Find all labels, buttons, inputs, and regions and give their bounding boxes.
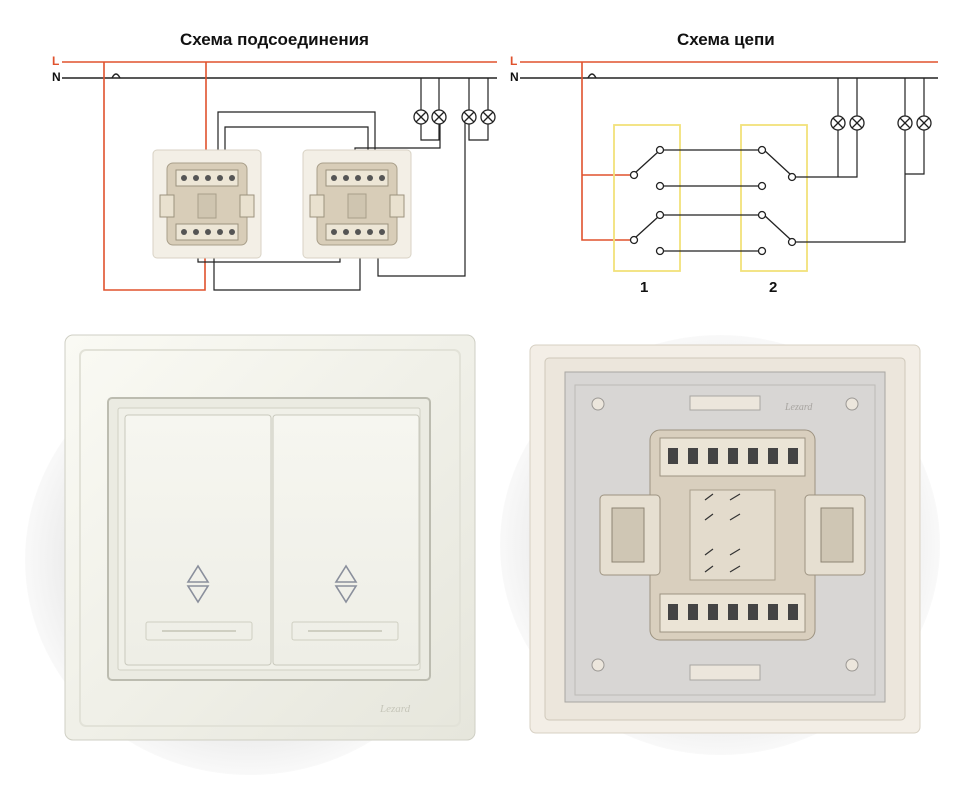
lamp-icon — [916, 115, 932, 131]
right-label-slot — [291, 621, 399, 641]
traveller-wire-4 — [213, 230, 361, 291]
right-rocker-key — [272, 414, 420, 666]
contact-schematic-icon — [704, 493, 741, 573]
connection-diagram-title: Схема подсоединения — [180, 30, 369, 49]
phase-label-left: L — [52, 54, 60, 68]
switch-1-label: 1 — [640, 279, 649, 296]
neutral-hop — [111, 73, 121, 79]
circuit-diagram — [520, 61, 938, 272]
lamp-icon — [413, 109, 429, 125]
neutral-label-left: N — [52, 70, 61, 84]
switch-1-box — [613, 124, 681, 272]
phase-label-right: L — [510, 54, 518, 68]
circuit-diagram-title: Схема цепи — [677, 30, 775, 49]
switch-2-label: 2 — [769, 279, 778, 296]
switch-mechanism-2 — [302, 149, 412, 259]
front-brand-logo: Lezard — [379, 703, 411, 715]
switch-front-photo: Lezard — [25, 334, 476, 775]
lamp-icon — [461, 109, 477, 125]
updown-arrow-icon — [186, 564, 210, 604]
updown-arrow-icon — [334, 564, 358, 604]
lamp-icon — [480, 109, 496, 125]
lamp-icon — [830, 115, 846, 131]
switch-back-photo: Lezard — [500, 335, 940, 755]
traveller-wire-1 — [217, 111, 376, 175]
neutral-label-right: N — [510, 70, 519, 84]
back-brand-logo: Lezard — [784, 402, 813, 413]
left-rocker-key — [124, 414, 272, 666]
switch-2-box — [740, 124, 808, 272]
left-label-slot — [145, 621, 253, 641]
lamp-icon — [849, 115, 865, 131]
connection-diagram — [62, 61, 497, 291]
switch-mechanism-1 — [152, 149, 262, 259]
lamp-icon — [897, 115, 913, 131]
lamp-icon — [431, 109, 447, 125]
